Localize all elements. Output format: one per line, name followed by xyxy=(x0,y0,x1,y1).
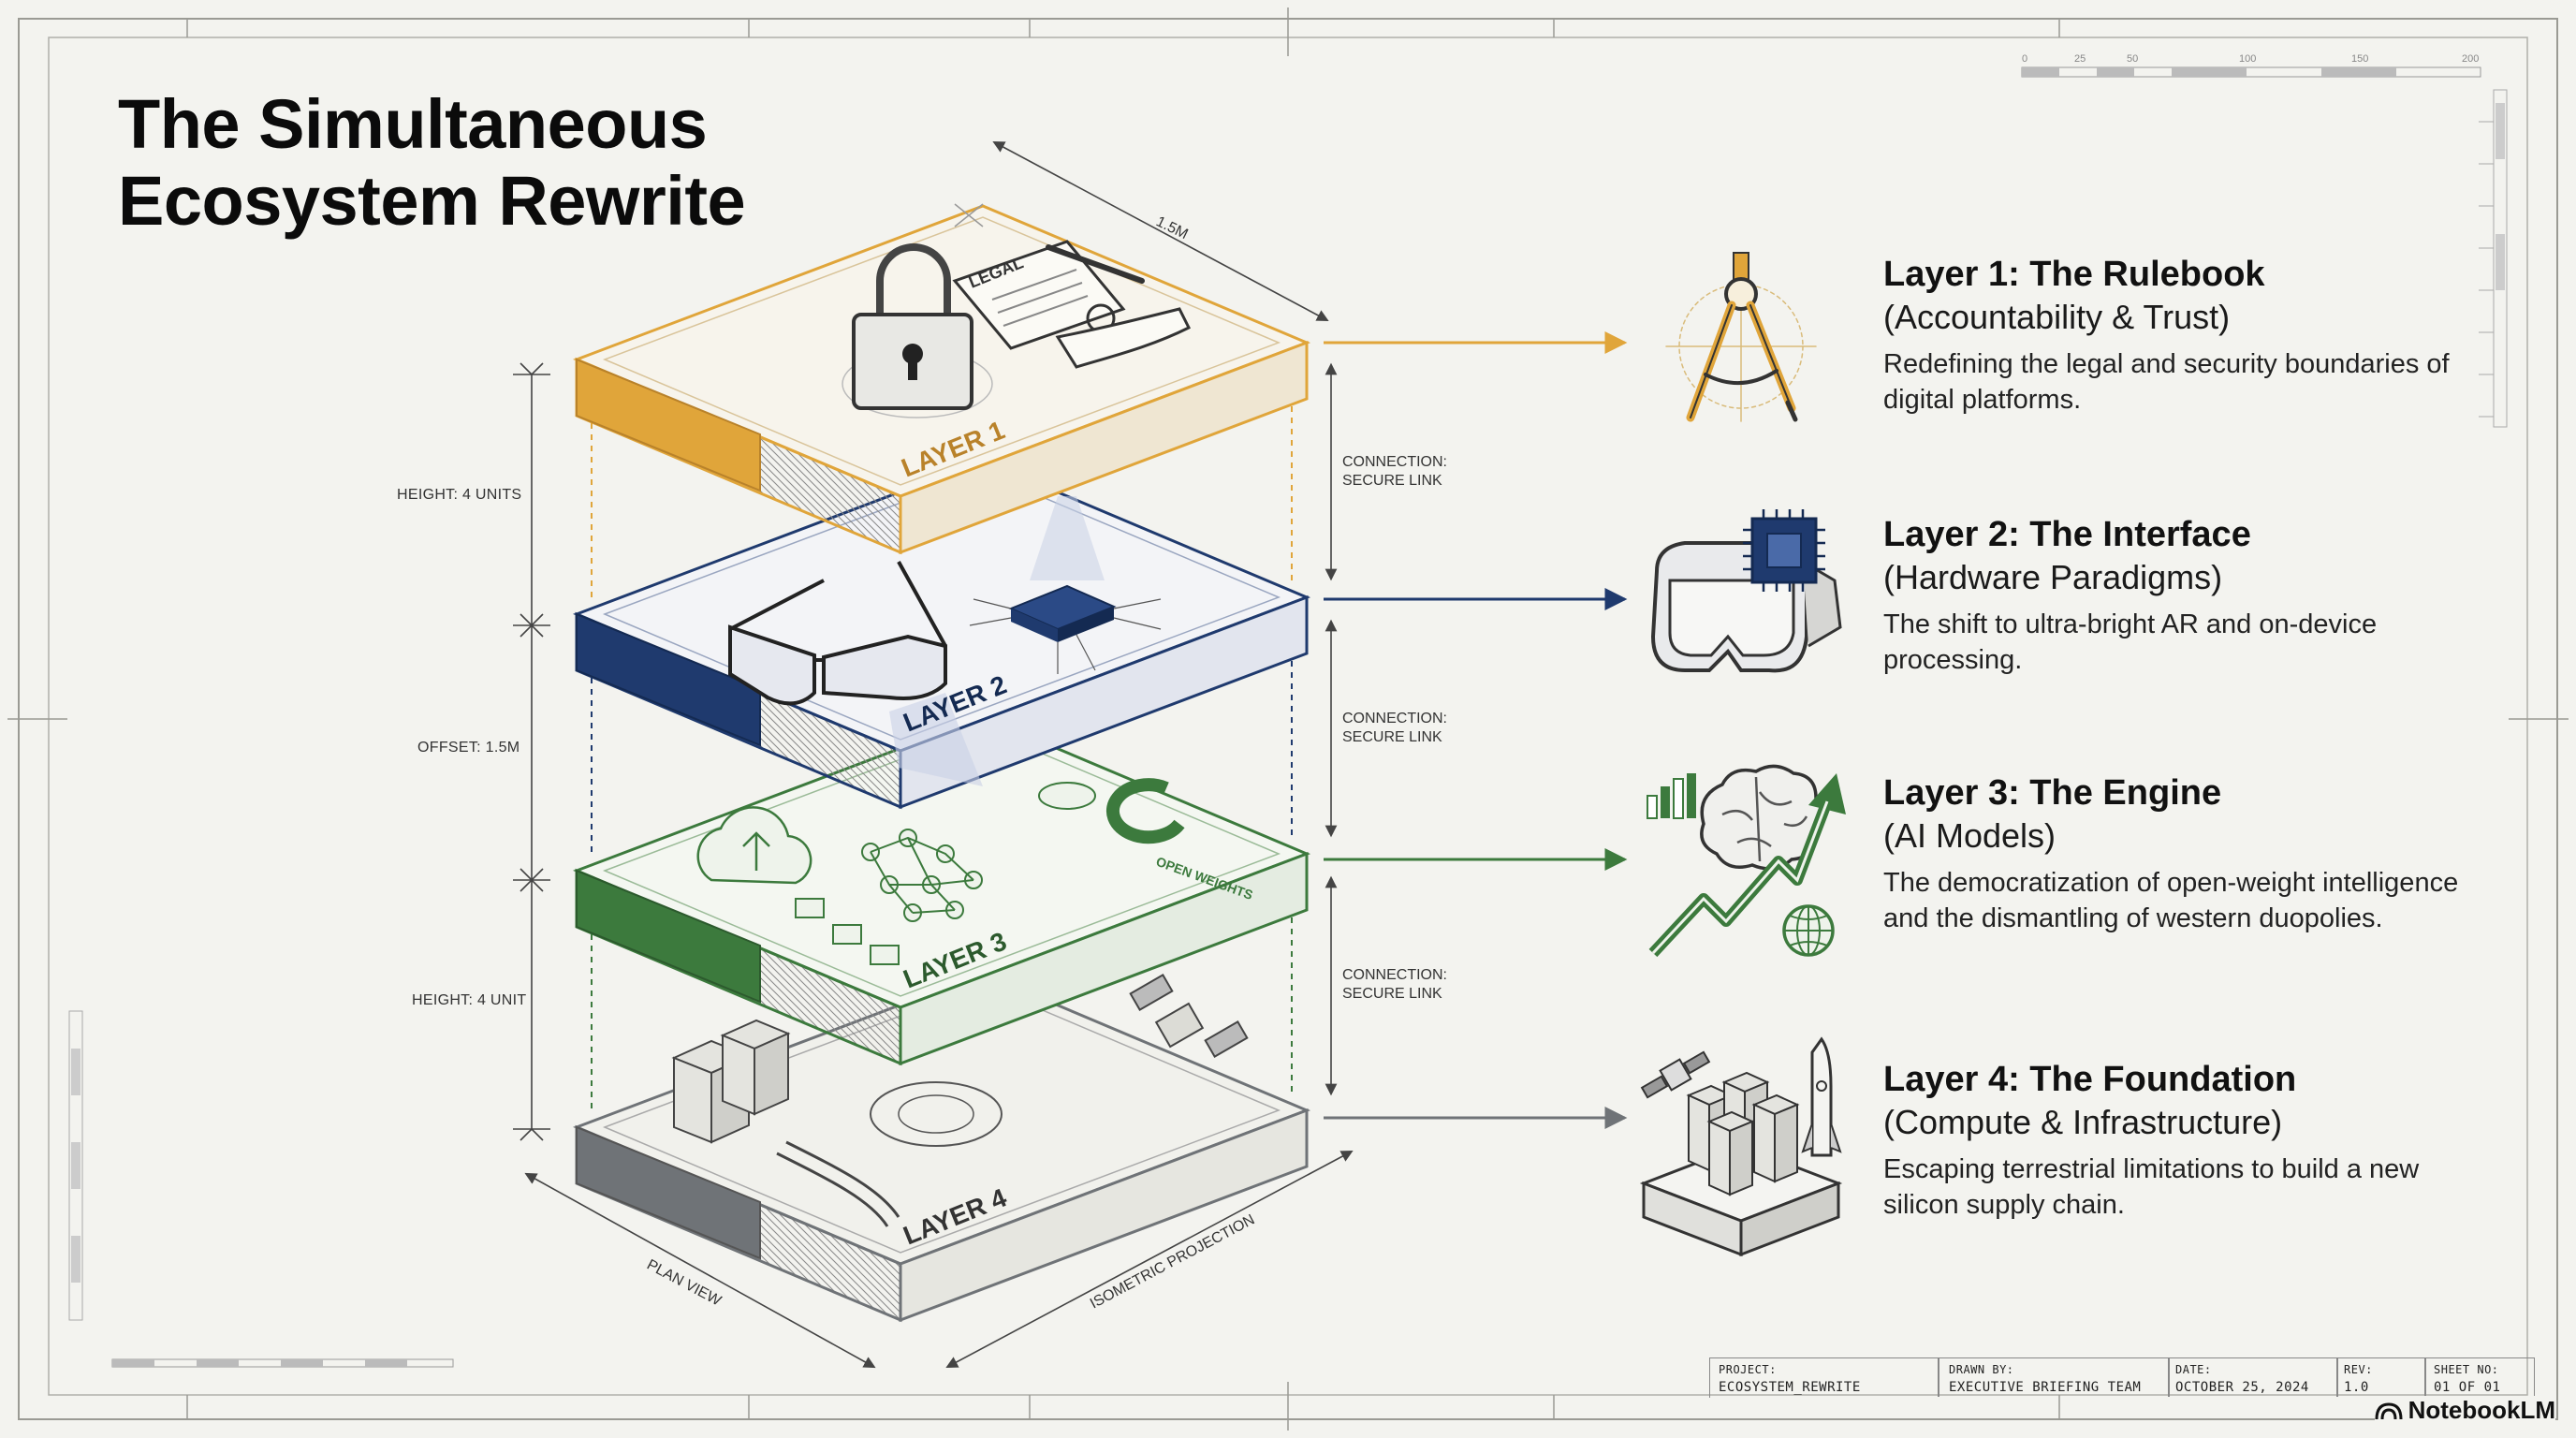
title-block xyxy=(1709,1357,2535,1398)
compass-icon xyxy=(1665,252,1817,422)
brain-growth-icon xyxy=(1647,764,1846,958)
dim-offset-label: OFFSET: 1.5M xyxy=(417,740,520,756)
title-block-divider xyxy=(1938,1357,1939,1397)
open-weights-badge-icon xyxy=(1105,778,1185,844)
radar-dish-icon xyxy=(870,1081,1003,1147)
brand-text: NotebookLM xyxy=(2408,1396,2555,1424)
connection-label-1-line-1: CONNECTION: xyxy=(1342,454,1447,470)
title-block-date: DATE: OCTOBER 25, 2024 xyxy=(2175,1363,2309,1395)
title-block-divider xyxy=(2336,1357,2338,1397)
layer-1-heading: Layer 1: The Rulebook xyxy=(1883,255,2265,294)
notebooklm-logo-icon xyxy=(2375,1401,2403,1419)
title-block-project: PROJECT: ECOSYSTEM_REWRITE xyxy=(1719,1363,1861,1395)
scale-tick-label: 150 xyxy=(2351,53,2368,65)
connection-label-2-line-2: SECURE LINK xyxy=(1342,729,1442,745)
plate-connectors xyxy=(591,406,1293,1112)
scale-tick-label: 100 xyxy=(2239,53,2256,65)
page-title: The Simultaneous Ecosystem Rewrite xyxy=(118,85,746,240)
notebooklm-brand[interactable]: NotebookLM xyxy=(2374,1396,2555,1425)
layer-3-plate: OPEN WEIGHTS LAYER 3 xyxy=(572,715,1311,1066)
layer-4-body: Escaping terrestrial limitations to buil… xyxy=(1883,1154,2420,1220)
title-block-divider xyxy=(2424,1357,2426,1397)
title-block-rev: REV: 1.0 xyxy=(2344,1363,2373,1395)
connection-label-2-line-1: CONNECTION: xyxy=(1342,711,1447,726)
left-dimension-lines xyxy=(513,362,550,1141)
layer-4-description: Layer 4: The Foundation (Compute & Infra… xyxy=(1883,1058,2482,1223)
layer-1-body: Redefining the legal and security bounda… xyxy=(1883,349,2450,415)
connection-label-1-line-2: SECURE LINK xyxy=(1342,473,1442,489)
layer-2-subheading: (Hardware Paradigms) xyxy=(1883,558,2223,596)
right-ruler xyxy=(2479,89,2508,428)
drawn-by-value: EXECUTIVE BRIEFING TEAM xyxy=(1949,1380,2142,1395)
title-block-drawn-by: DRAWN BY: EXECUTIVE BRIEFING TEAM xyxy=(1949,1363,2141,1395)
project-label: PROJECT: xyxy=(1719,1363,1777,1376)
ar-glasses-icon xyxy=(728,561,947,706)
dim-top-label: 1.5M xyxy=(1153,213,1190,242)
project-value: ECOSYSTEM_REWRITE xyxy=(1719,1380,1861,1395)
satellite-icon xyxy=(1129,973,1249,1059)
bottom-dimension-lines xyxy=(524,1150,1354,1369)
cloud-upload-icon xyxy=(696,806,812,885)
connection-label-2: CONNECTION: SECURE LINK xyxy=(1342,710,1447,747)
top-dimension-line xyxy=(992,140,1329,322)
layer-1-subheading: (Accountability & Trust) xyxy=(1883,298,2231,336)
frame-ticks xyxy=(7,7,2569,1431)
connection-label-3-line-2: SECURE LINK xyxy=(1342,986,1442,1002)
top-scale-bar: 0 25 50 100 150 200 xyxy=(2021,53,2481,78)
connection-label-1: CONNECTION: SECURE LINK xyxy=(1342,453,1447,491)
connection-label-3-line-1: CONNECTION: xyxy=(1342,967,1447,983)
title-block-divider xyxy=(2168,1357,2170,1397)
layer-1-description: Layer 1: The Rulebook (Accountability & … xyxy=(1883,253,2482,418)
plan-view-label: PLAN VIEW xyxy=(644,1257,724,1310)
chip-icon xyxy=(969,496,1162,674)
layer-3-subheading: (AI Models) xyxy=(1883,816,2056,855)
padlock-icon xyxy=(852,243,973,410)
layer-4-heading: Layer 4: The Foundation xyxy=(1883,1060,2297,1099)
database-icon xyxy=(1038,782,1096,810)
title-line-1: The Simultaneous xyxy=(118,85,708,163)
dim-height-units-label: HEIGHT: 4 UNITS xyxy=(397,487,522,503)
dim-height-unit-label: HEIGHT: 4 UNIT xyxy=(412,992,527,1008)
rocket-icon xyxy=(1810,1036,1833,1157)
satellite-small-icon xyxy=(1640,1050,1711,1099)
layer-2-body: The shift to ultra-bright AR and on-devi… xyxy=(1883,609,2378,675)
rev-value: 1.0 xyxy=(2344,1380,2369,1395)
light-beam xyxy=(889,693,983,786)
layer-1-plate: LEGAL LAYER 1 xyxy=(572,203,1311,555)
data-blocks-icon xyxy=(795,898,900,965)
bottom-scale-bar xyxy=(111,1358,454,1368)
title-line-2: Ecosystem Rewrite xyxy=(118,162,746,240)
date-label: DATE: xyxy=(2175,1363,2212,1376)
connection-label-3: CONNECTION: SECURE LINK xyxy=(1342,966,1447,1004)
layer-3-body: The democratization of open-weight intel… xyxy=(1883,868,2459,933)
sheet-label: SHEET NO: xyxy=(2434,1363,2499,1376)
layer-3-heading: Layer 3: The Engine xyxy=(1883,773,2222,813)
scale-tick-label: 0 xyxy=(2022,53,2027,65)
drawn-by-label: DRAWN BY: xyxy=(1949,1363,2014,1376)
neural-network-icon xyxy=(861,829,983,922)
rev-label: REV: xyxy=(2344,1363,2373,1376)
scale-tick-label: 50 xyxy=(2127,53,2138,65)
scale-tick-label: 25 xyxy=(2074,53,2086,65)
vr-headset-chip-icon xyxy=(1650,509,1842,673)
title-block-sheet: SHEET NO: 01 OF 01 xyxy=(2434,1363,2500,1395)
date-value: OCTOBER 25, 2024 xyxy=(2175,1380,2309,1395)
layer-4-subheading: (Compute & Infrastructure) xyxy=(1883,1103,2283,1141)
layer-3-description: Layer 3: The Engine (AI Models) The demo… xyxy=(1883,771,2482,936)
layer-2-description: Layer 2: The Interface (Hardware Paradig… xyxy=(1883,513,2482,678)
layer-2-heading: Layer 2: The Interface xyxy=(1883,515,2251,554)
sheet-value: 01 OF 01 xyxy=(2434,1380,2501,1395)
datacenter-satellite-icon xyxy=(1639,1036,1843,1257)
left-ruler xyxy=(68,1010,83,1321)
server-rack-icon xyxy=(671,1019,791,1144)
scale-tick-label: 200 xyxy=(2462,53,2479,65)
scroll-icon xyxy=(1055,307,1192,369)
